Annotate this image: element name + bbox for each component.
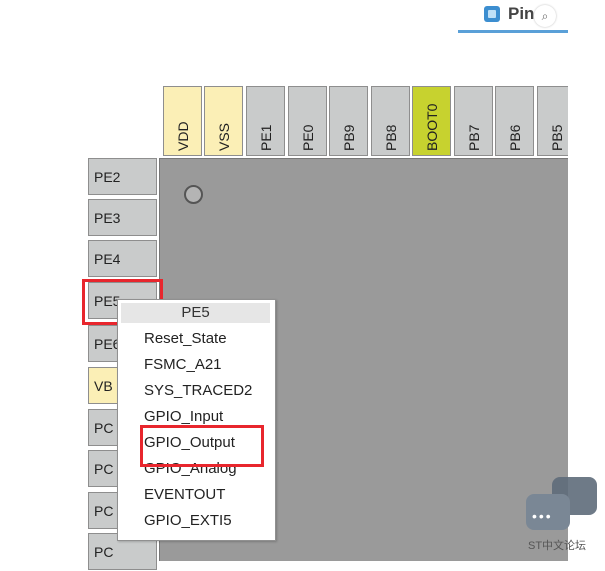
pin-pb8[interactable]: PB8 <box>371 86 410 156</box>
pin-pe1[interactable]: PE1 <box>246 86 285 156</box>
pin-pb5[interactable]: PB5 <box>537 86 568 156</box>
menu-item-eventout[interactable]: EVENTOUT <box>144 486 226 503</box>
search-icon[interactable]: ⌕ <box>534 5 556 27</box>
pinout-view-tab[interactable]: Pin ⌕ <box>458 0 568 33</box>
menu-header: PE5 <box>121 303 270 323</box>
tab-label: Pin <box>508 4 535 23</box>
menu-item-gpio-exti5[interactable]: GPIO_EXTI5 <box>144 512 232 529</box>
pin-function-menu: PE5 Reset_State FSMC_A21 SYS_TRACED2 GPI… <box>117 299 276 541</box>
pin-pe3[interactable]: PE3 <box>88 199 157 236</box>
pin-pe4[interactable]: PE4 <box>88 240 157 277</box>
gpio-output-highlight-box <box>140 425 264 467</box>
watermark-text: ST中文论坛 <box>528 540 587 552</box>
menu-item-fsmc-a21[interactable]: FSMC_A21 <box>144 356 222 373</box>
pin-pe0[interactable]: PE0 <box>288 86 327 156</box>
pin-pb6[interactable]: PB6 <box>495 86 534 156</box>
pin-boot0[interactable]: BOOT0 <box>412 86 451 156</box>
pin-pe2[interactable]: PE2 <box>88 158 157 195</box>
pin-vdd[interactable]: VDD <box>163 86 202 156</box>
watermark-dots: ••• <box>532 508 553 524</box>
watermark-chat-icon-front <box>526 494 570 530</box>
menu-item-gpio-input[interactable]: GPIO_Input <box>144 408 224 425</box>
pin-pb9[interactable]: PB9 <box>329 86 368 156</box>
chip-view-icon <box>484 6 500 22</box>
pin-pb7[interactable]: PB7 <box>454 86 493 156</box>
menu-item-gpio-output[interactable]: GPIO_Output <box>144 434 235 451</box>
pin1-marker-icon <box>184 185 203 204</box>
menu-item-reset-state[interactable]: Reset_State <box>144 330 227 347</box>
pin-vss[interactable]: VSS <box>204 86 243 156</box>
menu-item-sys-traced2[interactable]: SYS_TRACED2 <box>144 382 253 399</box>
